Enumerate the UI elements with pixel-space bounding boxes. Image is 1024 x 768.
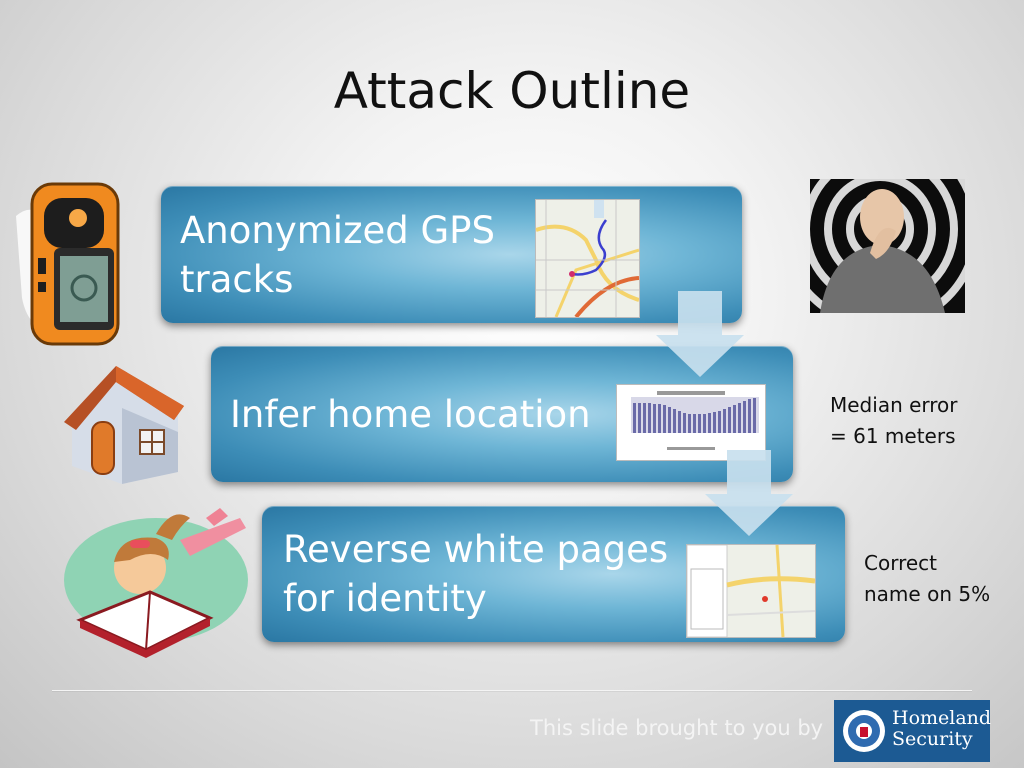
dhs-seal-icon [843, 710, 885, 752]
step-label: Infer home location [230, 393, 591, 436]
step-label: Reverse white pages for identity [283, 528, 669, 620]
slide-title: Attack Outline [333, 62, 691, 120]
note-correct-name: Correct name on 5% [864, 551, 991, 606]
footer-divider [52, 690, 972, 691]
footer-credit: This slide brought to you by [530, 716, 824, 740]
gps-device-icon [16, 182, 120, 346]
step-box-gps-tracks: Anonymized GPS tracks [161, 186, 742, 323]
homeland-security-logo: Homeland Security [834, 700, 992, 762]
flow-arrow-down [656, 291, 744, 377]
gps-track-map-thumbnail [535, 199, 640, 318]
person-photo [810, 179, 965, 313]
house-icon [64, 366, 184, 484]
girl-reading-icon [64, 508, 248, 658]
note-median-error: Median error = 61 meters [830, 393, 958, 448]
white-pages-map-thumbnail [686, 544, 816, 638]
step-label: Anonymized GPS tracks [180, 209, 495, 301]
probability-chart-thumbnail [616, 384, 766, 461]
flow-arrow-down [705, 450, 793, 536]
logo-wordmark: Homeland Security [892, 707, 992, 750]
